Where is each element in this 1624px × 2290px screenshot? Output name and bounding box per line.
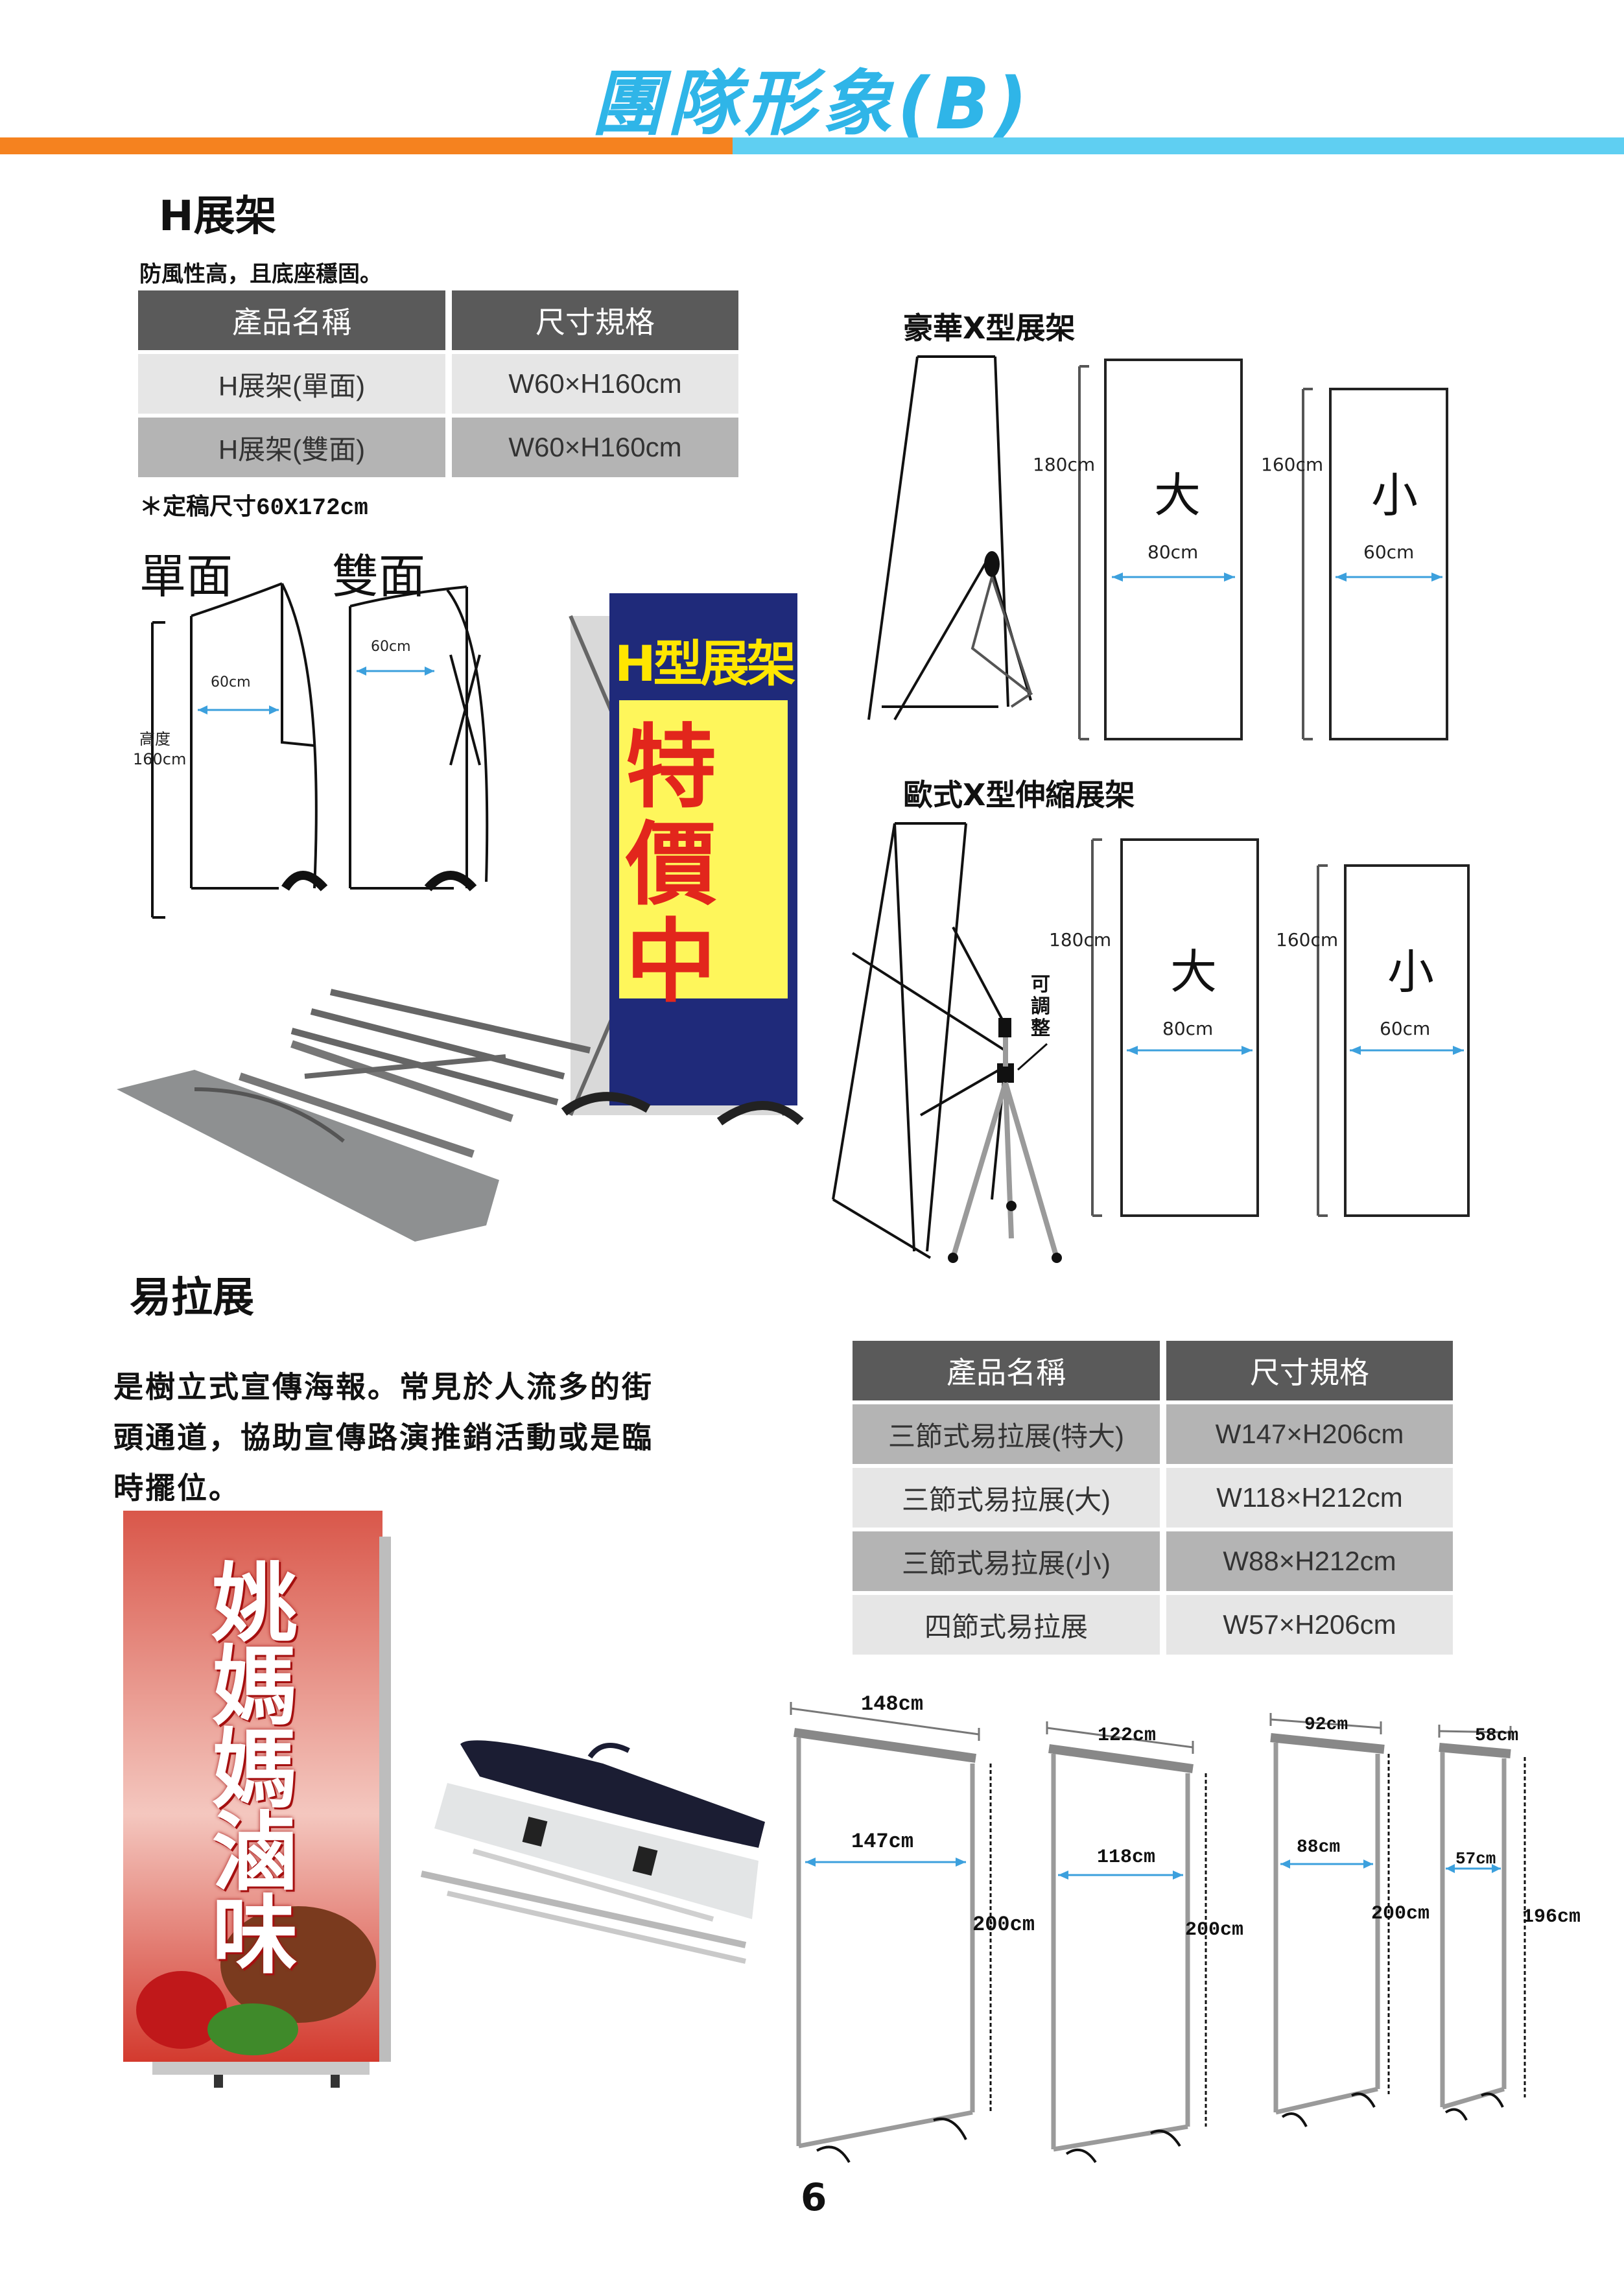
deluxe-large-label: 大 [1154,468,1201,523]
rollup-2-top-width: 122cm [1098,1725,1157,1747]
h-stand-parts-photo [117,989,591,1242]
row-name: 四節式易拉展 [853,1595,1160,1655]
row-size: W60×H160cm [452,418,738,477]
rollup-1-top-width: 148cm [861,1692,924,1716]
h-stand-description: 防風性高，且底座穩固。 [139,261,382,287]
banner-char: 媽 [212,1637,298,1737]
rollup-1-inner-width: 147cm [851,1830,914,1854]
adjustable-label: 可 調 整 [1030,974,1052,1040]
header-bar-blue [733,137,1624,154]
rollup-4-height: 196cm [1522,1906,1581,1928]
euro-small-width: 60cm [1380,1018,1431,1039]
banner-char: 姚 [212,1554,298,1654]
euro-x-stand-drawing [832,822,1470,1263]
h-stand-heading: H展架 [159,193,277,241]
height-value: 160cm [133,750,187,768]
table-row: 三節式易拉展(小) W88×H212cm [853,1531,1453,1591]
banner-char: 滷 [212,1803,298,1903]
rollup-heading: 易拉展 [130,1274,254,1322]
deluxe-large-height: 180cm [1033,454,1096,475]
single-side-label: 單面 [139,549,233,604]
row-size: W147×H206cm [1166,1404,1453,1464]
rollup-spec-table: 產品名稱 尺寸規格 三節式易拉展(特大) W147×H206cm 三節式易拉展(… [846,1337,1459,1658]
poster-char-1: 特 [626,715,717,821]
deluxe-small-label: 小 [1371,468,1418,523]
rollup-parts-photo [420,1740,765,1964]
height-label: 高度 [139,730,171,748]
h-stand-spec-table: 產品名稱 尺寸規格 H展架(單面) W60×H160cm H展架(雙面) W60… [132,287,745,481]
table-row: H展架(雙面) W60×H160cm [138,418,738,477]
table-row: 四節式易拉展 W57×H206cm [853,1595,1453,1655]
euro-large-label: 大 [1170,945,1218,999]
poster-title: H型展架 [615,635,796,692]
deluxe-x-stand-drawing [867,355,1448,740]
page-number: 6 [801,2175,827,2219]
row-size: W57×H206cm [1166,1595,1453,1655]
banner-text: 姚 媽 媽 滷 味 [206,1554,303,1986]
table-row: 三節式易拉展(大) W118×H212cm [853,1468,1453,1528]
table-row: H展架(單面) W60×H160cm [138,354,738,414]
row-name: 三節式易拉展(小) [853,1531,1160,1591]
euro-small-label: 小 [1387,945,1435,999]
deluxe-x-stand-heading: 豪華X型展架 [903,311,1076,346]
euro-large-width: 80cm [1162,1018,1214,1039]
row-name: 三節式易拉展(特大) [853,1404,1160,1464]
rollup-description: 是樹立式宣傳海報。常見於人流多的街 頭通道，協助宣傳路演推銷活動或是臨 時擺位。 [113,1362,723,1513]
table-header-name: 產品名稱 [138,290,445,350]
row-name: H展架(單面) [138,354,445,414]
euro-small-height: 160cm [1276,929,1339,950]
euro-x-stand-heading: 歐式X型伸縮展架 [903,777,1135,812]
deluxe-small-height: 160cm [1261,454,1324,475]
table-header-name: 產品名稱 [853,1341,1160,1400]
deluxe-large-width: 80cm [1147,541,1199,563]
desc-line: 頭通道，協助宣傳路演推銷活動或是臨 [113,1420,653,1455]
row-size: W60×H160cm [452,354,738,414]
desc-line: 時擺位。 [113,1470,241,1505]
poster-char-2: 價 [626,812,717,918]
h-stand-line-drawing [151,582,489,919]
single-width-label: 60cm [211,674,251,691]
rollup-dimension-diagrams [790,1702,1526,2164]
poster-char-3: 中 [626,910,717,1015]
row-name: 三節式易拉展(大) [853,1468,1160,1528]
header-bar-orange [0,137,733,154]
rollup-3-inner-width: 88cm [1297,1837,1341,1858]
page-title: 團隊形象(B) [591,62,1033,145]
table-row: 三節式易拉展(特大) W147×H206cm [853,1404,1453,1464]
banner-char: 味 [212,1886,298,1986]
rollup-3-top-width: 92cm [1304,1715,1348,1735]
euro-large-height: 180cm [1049,929,1112,950]
row-name: H展架(雙面) [138,418,445,477]
adjustable-char: 整 [1031,1017,1050,1040]
rollup-4-top-width: 58cm [1475,1726,1519,1746]
adjustable-char: 可 [1031,973,1050,996]
double-width-label: 60cm [371,639,411,655]
table-header-size: 尺寸規格 [1166,1341,1453,1400]
row-size: W118×H212cm [1166,1468,1453,1528]
desc-line: 是樹立式宣傳海報。常見於人流多的街 [113,1369,653,1404]
h-stand-photo [561,593,804,1126]
rollup-4-inner-width: 57cm [1455,1849,1496,1869]
rollup-2-height: 200cm [1185,1919,1244,1941]
adjustable-char: 調 [1031,995,1050,1018]
row-size: W88×H212cm [1166,1531,1453,1591]
rollup-2-inner-width: 118cm [1097,1847,1156,1869]
deluxe-small-width: 60cm [1363,541,1415,563]
table-header-size: 尺寸規格 [452,290,738,350]
rollup-3-height: 200cm [1371,1903,1430,1925]
h-stand-final-size-note: ＊定稿尺寸60X172cm [139,495,368,521]
rollup-banner-photo [123,1511,391,2088]
rollup-1-height: 200cm [972,1913,1035,1937]
banner-char: 媽 [212,1720,298,1820]
